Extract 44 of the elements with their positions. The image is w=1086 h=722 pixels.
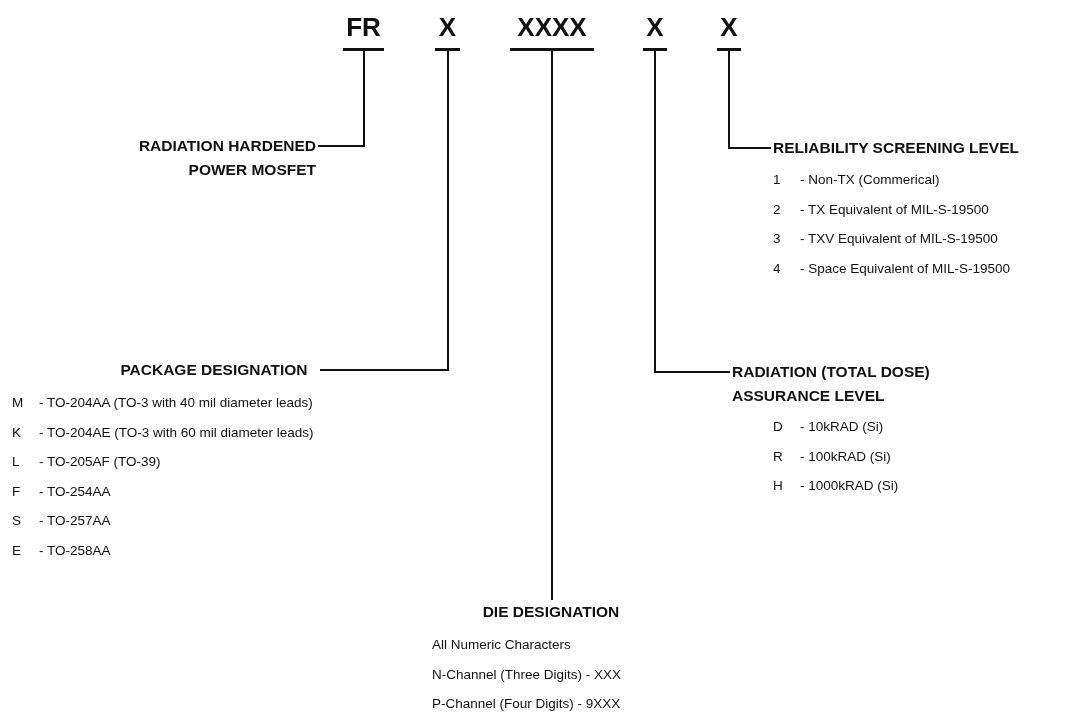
field-heading: PACKAGE DESIGNATION xyxy=(110,358,318,382)
option-code: S xyxy=(12,512,22,530)
option-code: H xyxy=(773,477,784,495)
leader-line xyxy=(654,50,731,373)
option-code: M xyxy=(12,394,25,412)
option-description: - Non-TX (Commerical) xyxy=(800,171,941,189)
note-text: All Numeric Characters xyxy=(432,636,572,654)
leader-line xyxy=(551,50,553,601)
code-segment: X xyxy=(717,12,741,51)
option-code: 1 xyxy=(773,171,782,189)
option-description: - TO-204AA (TO-3 with 40 mil diameter leads) xyxy=(39,394,314,412)
field-heading: RELIABILITY SCREENING LEVEL xyxy=(773,136,1043,160)
leader-line xyxy=(319,50,449,371)
note-text: N-Channel (Three Digits) - XXX xyxy=(432,665,622,684)
leader-line xyxy=(728,50,772,149)
option-code: R xyxy=(773,447,784,466)
option-description: - TXV Equivalent of MIL-S-19500 xyxy=(800,230,999,248)
option-description: - TO-257AA xyxy=(39,512,112,530)
option-code: 4 xyxy=(773,259,782,278)
option-description: - TO-258AA xyxy=(39,541,112,560)
field-heading: RADIATION (TOTAL DOSE) ASSURANCE LEVEL xyxy=(732,360,982,408)
option-description: - 10kRAD (Si) xyxy=(800,418,885,436)
code-segment: X xyxy=(643,12,667,51)
option-description: - TO-205AF (TO-39) xyxy=(39,453,162,471)
option-code: K xyxy=(12,423,22,442)
note-text: P-Channel (Four Digits) - 9XXX xyxy=(432,695,622,713)
option-description: - TO-204AE (TO-3 with 60 mil diameter leads) xyxy=(39,423,314,442)
option-code: D xyxy=(773,418,784,436)
option-code: F xyxy=(12,482,22,501)
code-segment: X xyxy=(435,12,460,51)
option-description: - TX Equivalent of MIL-S-19500 xyxy=(800,200,990,219)
option-description: - TO-254AA xyxy=(39,482,112,501)
option-code: L xyxy=(12,453,21,471)
option-description: - 100kRAD (Si) xyxy=(800,447,892,466)
option-description: - Space Equivalent of MIL-S-19500 xyxy=(800,259,1011,278)
code-segment: FR xyxy=(343,12,384,51)
option-code: E xyxy=(12,541,22,560)
option-code: 3 xyxy=(773,230,782,248)
option-code: 2 xyxy=(773,200,782,219)
leader-line xyxy=(317,50,365,147)
field-heading: DIE DESIGNATION xyxy=(466,600,636,624)
code-segment: XXXX xyxy=(510,12,594,51)
field-heading: RADIATION HARDENED POWER MOSFET xyxy=(116,134,316,182)
option-description: - 1000kRAD (Si) xyxy=(800,477,899,495)
